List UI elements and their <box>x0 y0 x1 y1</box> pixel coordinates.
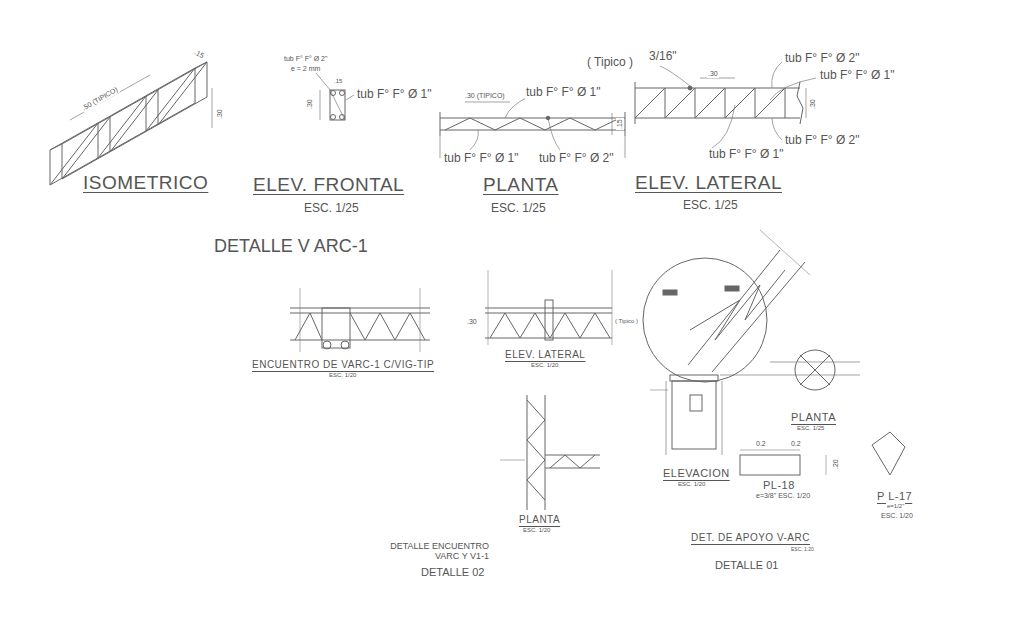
annotation: tub F° F° Ø 1" <box>525 86 602 99</box>
view-title: ELEVACION <box>662 467 731 479</box>
annotation: .30 <box>466 318 478 326</box>
annotation: DETALLE V ARC-1 <box>213 237 369 257</box>
annotation: .15 <box>616 118 624 130</box>
view-title: ELEV. FRONTAL <box>252 175 405 196</box>
view-title: PLANTA <box>482 175 560 196</box>
annotation: tub F° F° Ø 2" <box>784 52 861 65</box>
support-detail <box>643 230 905 475</box>
annotation: tub F° F° Ø 2" <box>538 152 615 165</box>
view-title: DET. DE APOYO V-ARC <box>690 532 811 543</box>
view-title: P L-17 <box>876 490 913 502</box>
annotation: ESC. 1/20 <box>328 372 357 379</box>
annotation: ESC. 1/25 <box>490 202 547 215</box>
annotation: ESC. 1/20 <box>880 512 914 520</box>
annotation: .30 <box>707 70 719 78</box>
annotation: ESC. 1/25 <box>303 202 360 215</box>
front-elevation <box>310 66 354 120</box>
annotation: ESC. 1/25 <box>796 425 825 432</box>
annotation: e = 2 mm <box>290 65 321 73</box>
annotation: DETALLE 02 <box>420 566 485 578</box>
plan-view <box>440 96 625 158</box>
annotation: tub F° F° Ø 1" <box>708 148 785 161</box>
annotation: .30 <box>306 98 314 110</box>
view-title: PLANTA <box>518 514 561 525</box>
annotation: .15 <box>192 48 206 61</box>
annotation: 3/16" <box>648 50 678 63</box>
annotation: .50 (TIPICO) <box>80 85 120 113</box>
annotation: ( Tipico ) <box>614 318 639 325</box>
annotation: .30 <box>809 98 817 110</box>
annotation: ESC. 1/20 <box>522 527 551 534</box>
annotation: DETALLE 01 <box>714 559 779 571</box>
annotation: ESC. 1/25 <box>682 199 739 212</box>
view-title: PLANTA <box>790 411 837 423</box>
annotation: ESC. 1/20 <box>530 362 559 369</box>
view-title: ISOMETRICO <box>82 173 209 194</box>
annotation: tub F° F° Ø 1" <box>819 69 896 82</box>
side-elevation-small <box>485 270 612 345</box>
annotation: tub F° F° Ø 1" <box>356 88 433 101</box>
annotation: DETALLE ENCUENTRO VARC Y V1-1 <box>378 542 490 562</box>
plan-junction <box>500 395 600 510</box>
annotation: tub F° F° Ø 2" <box>283 55 328 63</box>
annotation: .30 <box>216 108 224 120</box>
annotation: 0.2 <box>790 440 802 448</box>
view-title: PL-18 <box>762 479 796 491</box>
annotation: ( Tipico ) <box>586 56 634 69</box>
annotation: .15 <box>333 78 343 85</box>
annotation: ESC. 1:20 <box>790 547 815 553</box>
annotation: 0.2 <box>755 440 767 448</box>
annotation: .20 <box>832 458 840 470</box>
view-title: ELEV. LATERAL <box>504 349 586 360</box>
annotation: e=1/2" <box>886 503 905 510</box>
annotation: tub F° F° Ø 2" <box>784 134 861 147</box>
isometric-truss <box>50 62 212 185</box>
annotation: tub F° F° Ø 1" <box>443 152 520 165</box>
annotation: .30 (TIPICO) <box>464 92 506 100</box>
view-title: ENCUENTRO DE VARC-1 C/VIG-TIP <box>251 359 435 370</box>
annotation: ESC. 1/20 <box>677 481 706 488</box>
junction-detail <box>290 288 430 352</box>
annotation: e=3/8" ESC. 1/20 <box>755 492 811 500</box>
view-title: ELEV. LATERAL <box>634 173 783 194</box>
